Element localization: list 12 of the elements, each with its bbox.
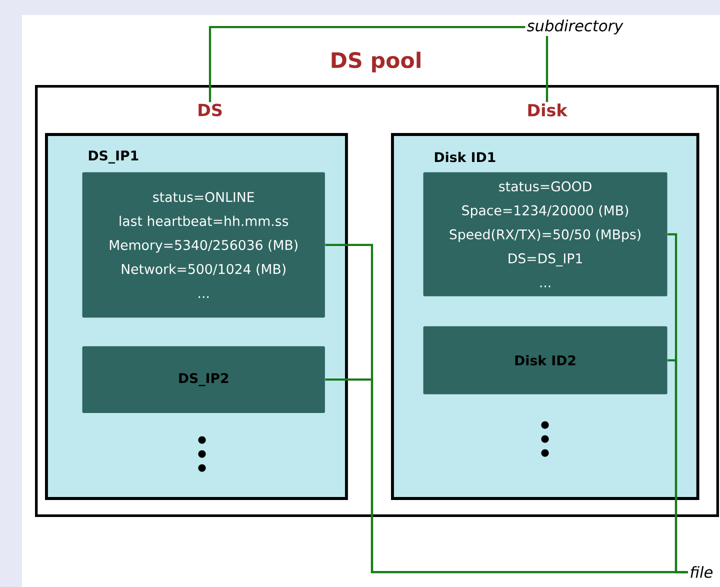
entry-box: DS_IP2	[82, 346, 325, 413]
connector-line	[668, 359, 688, 574]
annotation-text: file	[690, 566, 713, 578]
group-label: DS	[198, 104, 222, 116]
annotation-text: subdirectory	[526, 20, 624, 34]
status-box: status=GOOD Space=1234/20000 (MB) Speed(RX/TX)=50/50 (MBps) DS=DS_IP1 ...	[423, 172, 668, 296]
connector-line	[208, 26, 526, 102]
connector-line	[546, 36, 548, 102]
entry-box: Disk ID2	[423, 326, 668, 394]
group-label: Disk	[528, 104, 568, 116]
status-box: status=ONLINE last heartbeat=hh.mm.ss Memory=5340/256036 (MB) Network=500/1024 (MB) ...	[82, 172, 325, 318]
node-label: DS pool	[332, 52, 420, 72]
